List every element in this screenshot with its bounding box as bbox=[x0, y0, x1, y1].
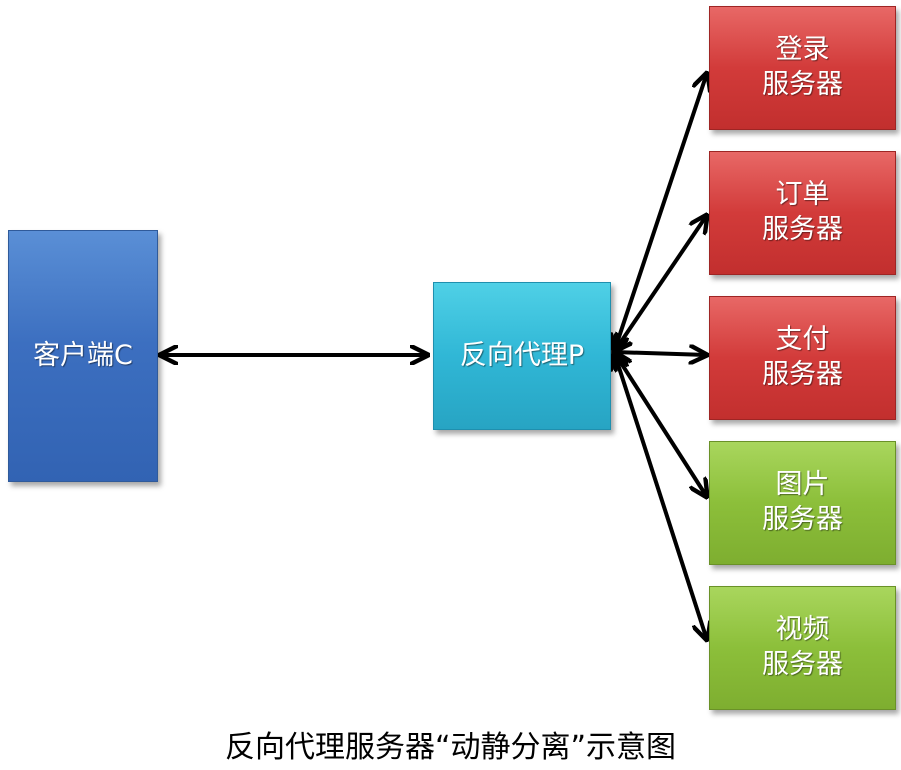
arrow-proxy-login-server bbox=[614, 73, 707, 352]
arrow-proxy-payment-server bbox=[614, 352, 707, 355]
client-node: 客户端C bbox=[8, 230, 158, 482]
payment-server-node: 支付 服务器 bbox=[709, 296, 896, 420]
reverse-proxy-node: 反向代理P bbox=[433, 282, 611, 430]
arrow-proxy-video-server bbox=[614, 352, 707, 640]
server-name: 订单 bbox=[775, 179, 830, 211]
server-name: 支付 bbox=[775, 324, 830, 356]
server-name: 图片 bbox=[775, 469, 830, 501]
proxy-label: 反向代理P bbox=[459, 339, 585, 371]
arrow-proxy-order-server bbox=[614, 215, 707, 352]
arrow-proxy-image-server bbox=[614, 352, 707, 497]
diagram-caption: 反向代理服务器“动静分离”示意图 bbox=[224, 730, 677, 765]
server-suffix: 服务器 bbox=[762, 69, 843, 100]
image-server-node: 图片 服务器 bbox=[709, 441, 896, 565]
order-server-node: 订单 服务器 bbox=[709, 151, 896, 275]
server-suffix: 服务器 bbox=[762, 359, 843, 390]
server-suffix: 服务器 bbox=[762, 214, 843, 245]
login-server-node: 登录 服务器 bbox=[709, 6, 896, 130]
server-name: 视频 bbox=[775, 614, 830, 646]
server-name: 登录 bbox=[775, 34, 830, 66]
client-label: 客户端C bbox=[33, 339, 133, 371]
video-server-node: 视频 服务器 bbox=[709, 586, 896, 710]
server-suffix: 服务器 bbox=[762, 504, 843, 535]
server-suffix: 服务器 bbox=[762, 649, 843, 680]
